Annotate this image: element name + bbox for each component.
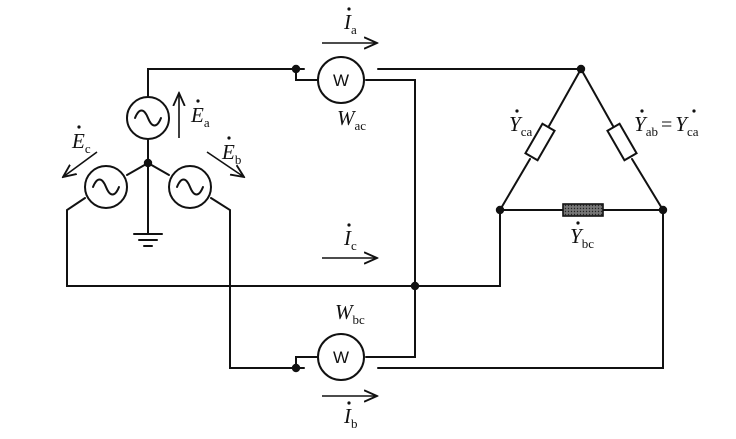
svg-text:Yca: Yca xyxy=(509,112,532,139)
source-a xyxy=(126,96,170,140)
ground-symbol xyxy=(133,233,163,247)
wire-phase-b xyxy=(210,197,664,369)
admittance-ca-element xyxy=(524,122,556,162)
label-yca: Yca xyxy=(509,109,532,139)
svg-text:Ybc: Ybc xyxy=(570,224,594,251)
wire-delta-right xyxy=(580,68,664,211)
svg-text:Wac: Wac xyxy=(337,106,366,133)
label-eb: Eb xyxy=(221,136,241,167)
wattmeter-bc-symbol: W xyxy=(333,348,349,367)
junction-dots xyxy=(143,64,668,373)
arrow-ec xyxy=(63,151,98,177)
svg-text:Ib: Ib xyxy=(343,404,358,431)
wattmeter-ac-symbol: W xyxy=(333,71,349,90)
label-ea: Ea xyxy=(190,99,210,130)
arrows xyxy=(63,43,377,396)
label-wac: Wac xyxy=(337,106,366,133)
source-c xyxy=(84,165,128,209)
label-ybc: Ybc xyxy=(570,221,594,251)
admittance-ab-element xyxy=(606,122,638,162)
svg-text:Ea: Ea xyxy=(190,103,210,130)
wire-wbc-potential xyxy=(365,285,416,358)
svg-text:Yab=Yca: Yab=Yca xyxy=(634,112,699,139)
admittance-bc-element xyxy=(562,203,604,217)
label-ec: Ec xyxy=(71,125,91,156)
source-b xyxy=(168,165,212,209)
label-ib: Ib xyxy=(343,401,358,431)
arrow-eb xyxy=(206,151,244,177)
wattmeter-ac: W xyxy=(317,56,365,104)
label-yab-equals-yca: Yab=Yca xyxy=(634,109,699,139)
wire-delta-left xyxy=(499,68,582,211)
wire-phase-c xyxy=(66,197,501,287)
label-wbc: Wbc xyxy=(335,300,365,327)
wire-wac-potential xyxy=(365,79,416,287)
wire-phase-a xyxy=(147,68,582,97)
svg-text:Eb: Eb xyxy=(221,140,241,167)
svg-text:Wbc: Wbc xyxy=(335,300,365,327)
label-ic: Ic xyxy=(343,223,357,253)
wattmeter-bc: W xyxy=(317,333,365,381)
label-ia: Ia xyxy=(343,7,357,37)
svg-text:Ic: Ic xyxy=(343,226,357,253)
svg-text:Ia: Ia xyxy=(343,10,357,37)
svg-text:Ec: Ec xyxy=(71,129,91,156)
